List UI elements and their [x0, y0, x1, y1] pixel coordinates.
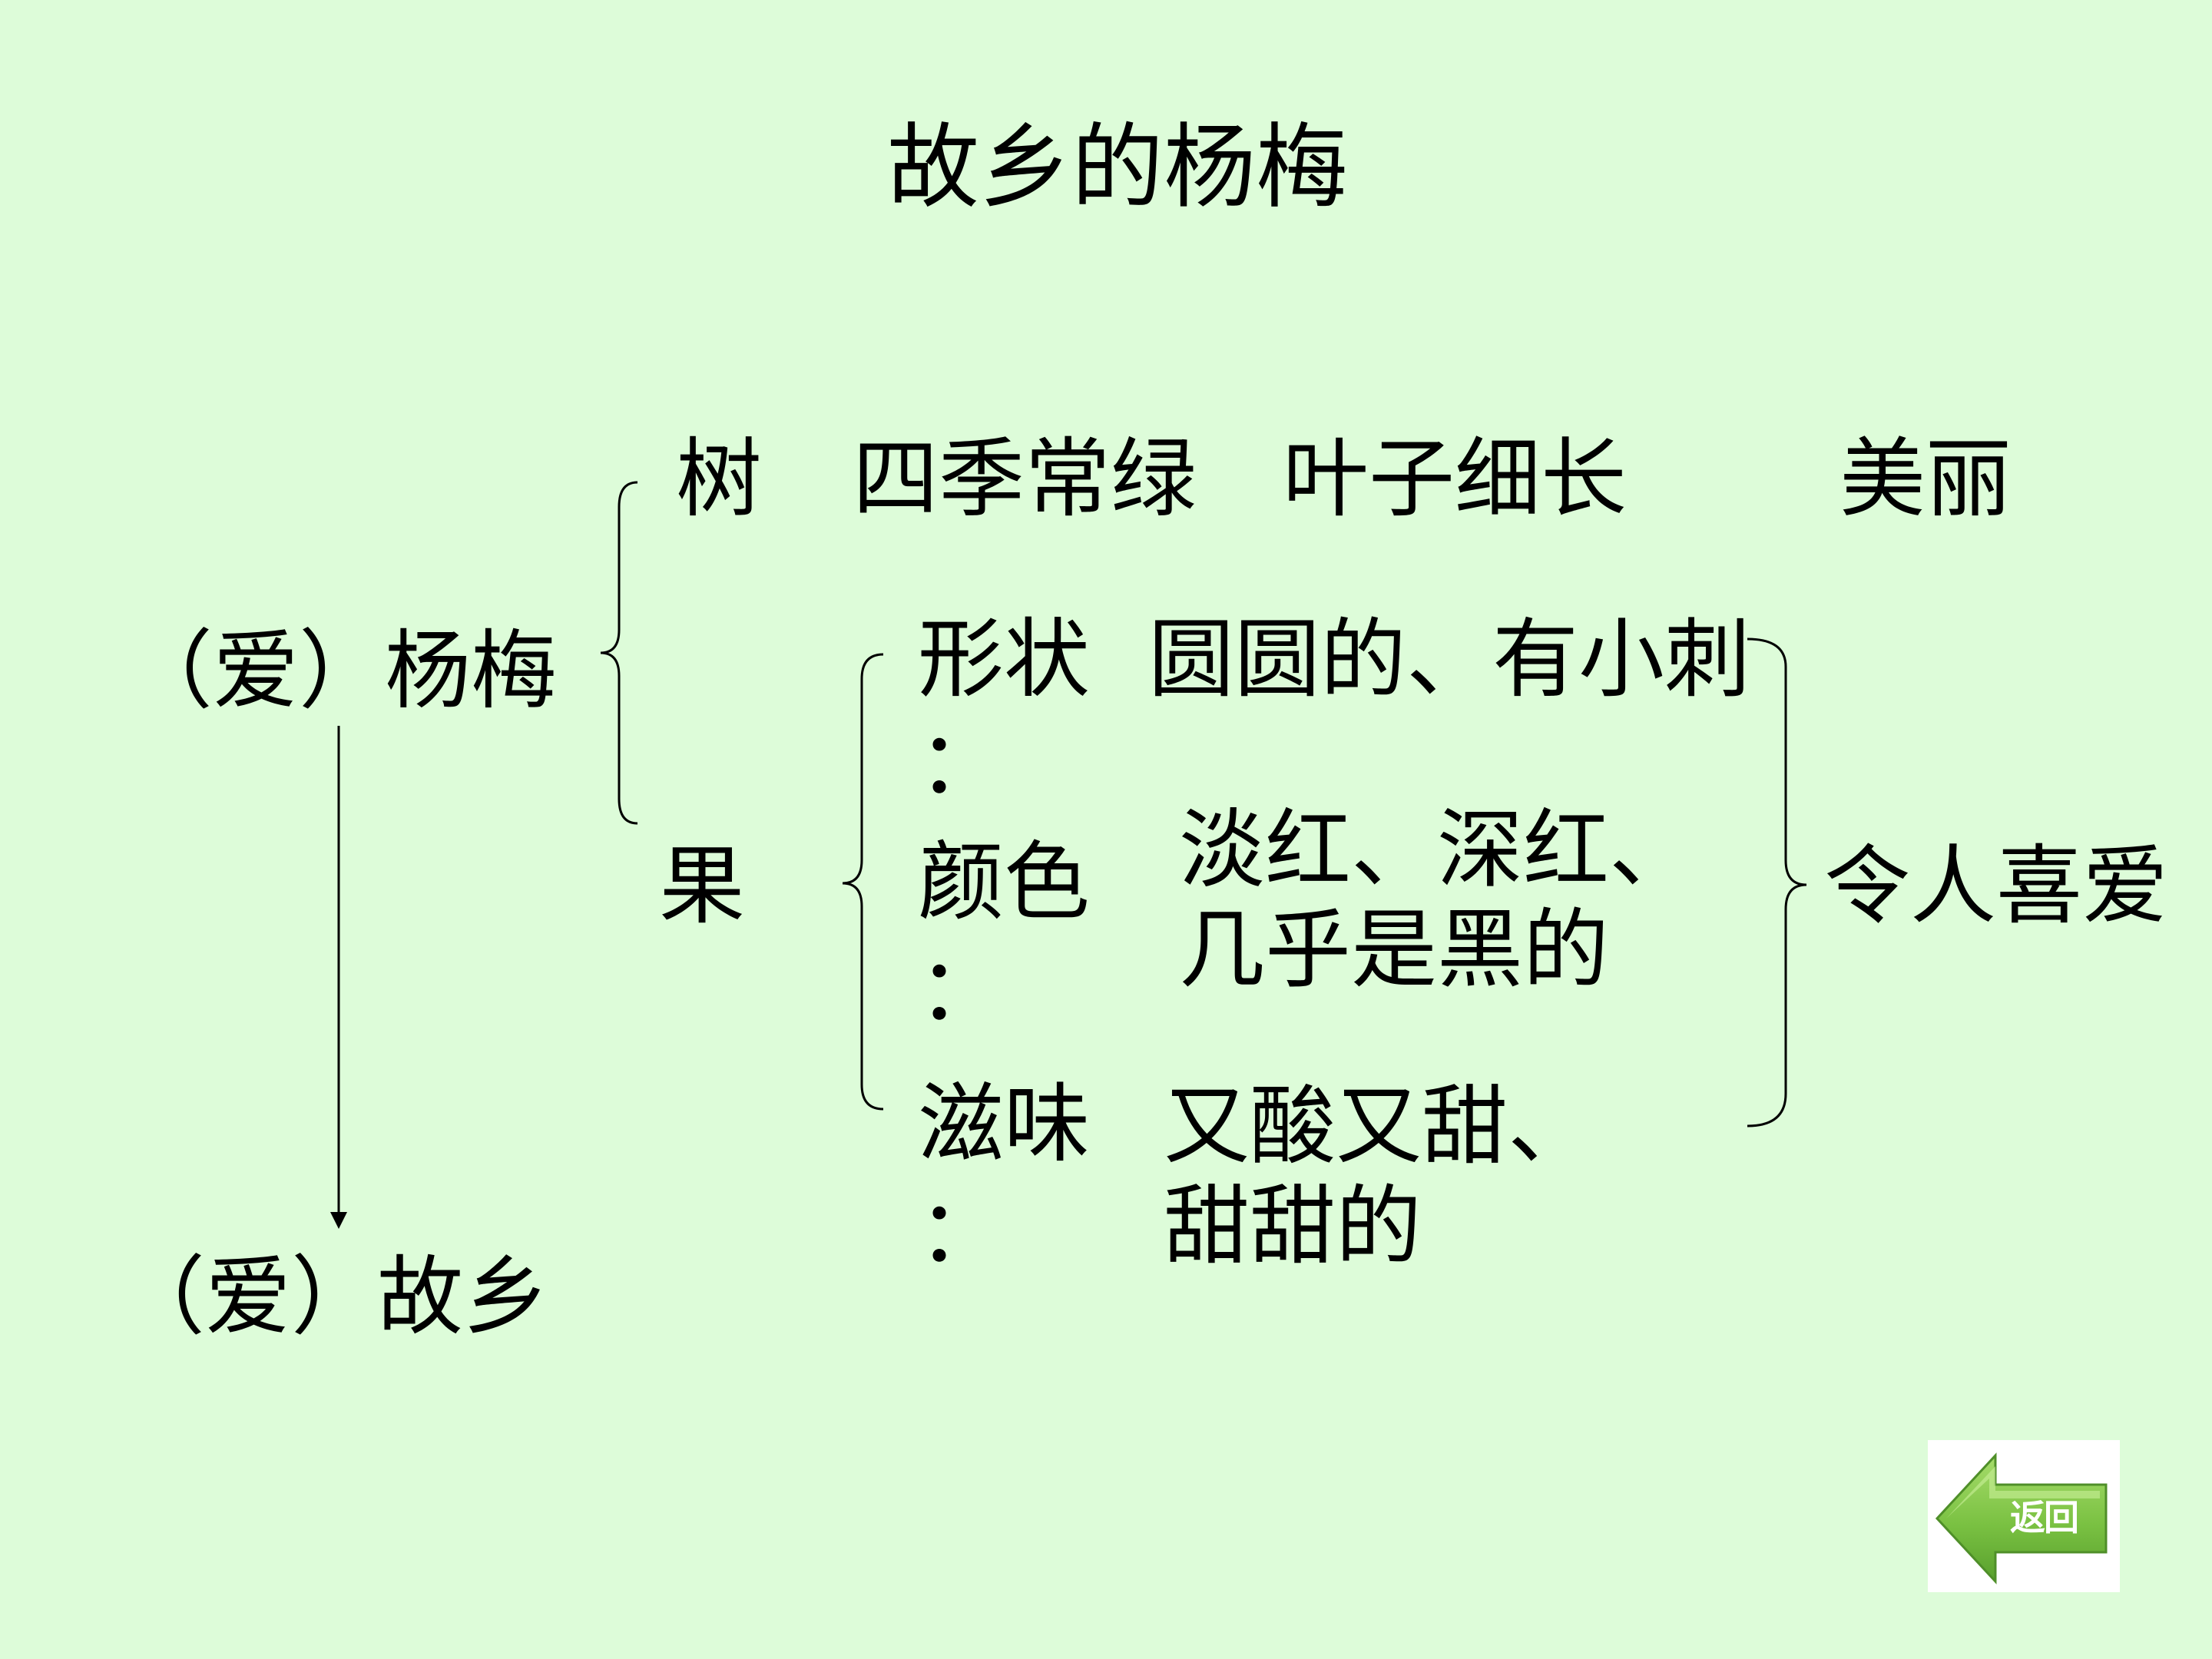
tree-feature-evergreen: 四季常绿 — [853, 429, 1197, 529]
fruit-summary: 令人喜爱 — [1824, 836, 2168, 936]
brace-tree-fruit — [600, 481, 638, 825]
taste-label: 滋味 — [918, 1075, 1090, 1174]
conclusion-node: （爱）故乡 — [119, 1247, 549, 1347]
tree-label: 树 — [676, 429, 762, 529]
back-button[interactable]: 返回 — [1928, 1440, 2120, 1592]
taste-value-line2: 甜甜的 — [1164, 1177, 1422, 1277]
brace-fruit-summary — [1747, 637, 1807, 1128]
taste-colon: ： — [918, 1182, 1004, 1282]
color-colon: ： — [918, 940, 1004, 1040]
arrow-head — [330, 1212, 347, 1229]
shape-value: 圆圆的、有小刺 — [1148, 610, 1750, 710]
brace-fruit-attributes — [842, 653, 884, 1111]
taste-value-line1: 又酸又甜、 — [1164, 1077, 1594, 1177]
color-value-line1: 淡红、深红、 — [1179, 800, 1695, 900]
root-node: （爱）杨梅 — [127, 621, 557, 721]
color-label: 颜色 — [918, 833, 1090, 932]
tree-summary: 美丽 — [1839, 429, 2012, 529]
shape-colon: ： — [918, 714, 1004, 813]
back-button-label: 返回 — [2010, 1497, 2079, 1538]
tree-feature-leaves: 叶子细长 — [1283, 429, 1627, 529]
shape-label: 形状 — [918, 610, 1090, 710]
page-title: 故乡的杨梅 — [887, 114, 1348, 221]
color-value-line2: 几乎是黑的 — [1179, 900, 1609, 1000]
left-arrow-icon — [1935, 1452, 2108, 1584]
fruit-label: 果 — [659, 836, 745, 936]
